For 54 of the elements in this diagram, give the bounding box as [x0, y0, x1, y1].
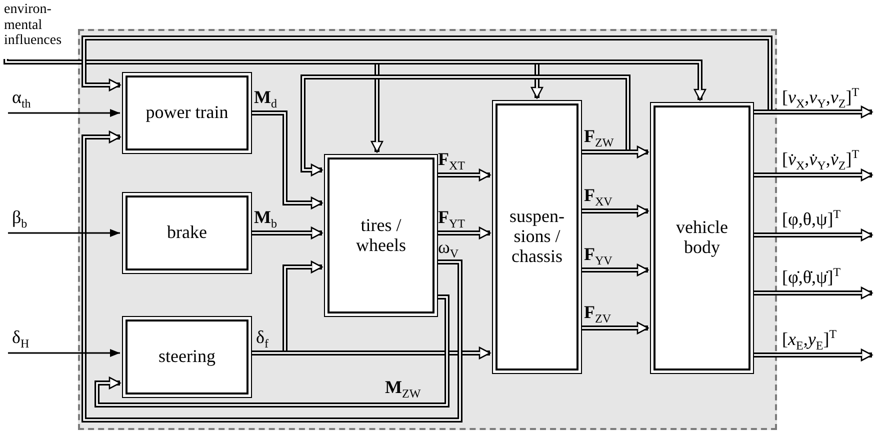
- edge-label: M$_{b}$: [254, 208, 277, 230]
- block-box: [122, 72, 252, 154]
- edge-label: [x$_{E}$,y$_{E}$]$^{T}$: [782, 328, 837, 352]
- arrow: [250, 226, 323, 240]
- arrow: [580, 264, 649, 276]
- edge-label: F$_{ZW}$: [584, 127, 614, 149]
- block-box: [324, 154, 438, 317]
- arrow: [580, 204, 649, 218]
- arrow: [250, 110, 323, 210]
- arrow: [94, 294, 450, 408]
- edge-label: F$_{YT}$: [438, 208, 465, 230]
- arrow: [8, 349, 120, 357]
- edge-label: δ$_{f}$: [256, 328, 268, 350]
- arrow: [8, 109, 120, 117]
- edge-label: F$_{XT}$: [438, 150, 465, 172]
- edge-label: M$_{d}$: [254, 88, 277, 110]
- edge-label: [v̇$_{X}$,v̇$_{Y}$,v̇$_{Z}$]$^{T}$: [782, 148, 860, 172]
- arrow: [580, 146, 649, 158]
- block-label: suspen- sions / chassis: [508, 207, 566, 267]
- arrow: [752, 168, 873, 182]
- block-box: [122, 192, 252, 274]
- arrow: [8, 229, 120, 237]
- block-label: vehicle body: [675, 218, 729, 258]
- edge-label: [φ,θ,ψ]$^{T}$: [782, 208, 841, 228]
- edge-label: F$_{YV}$: [584, 245, 612, 267]
- block-label: power train: [146, 103, 228, 123]
- block-label: tires / wheels: [355, 216, 407, 256]
- block-box: [122, 316, 252, 398]
- arrow: [752, 348, 873, 362]
- edge-label: M$_{ZW}$: [385, 378, 421, 400]
- edge-label: δ$_{H}$: [12, 328, 30, 350]
- block-box: [492, 100, 582, 374]
- edge-label: ω$_{V}$: [438, 238, 459, 260]
- arrow: [752, 286, 873, 300]
- input-text: environ- mental influences: [4, 2, 78, 59]
- edge-label: [v$_{X}$,v$_{Y}$,v$_{Z}$]$^{T}$: [782, 86, 860, 110]
- arrow: [752, 106, 873, 118]
- arrow: [4, 56, 706, 101]
- edge-label: α$_{th}$: [12, 88, 31, 110]
- system-boundary: [78, 29, 777, 430]
- edge-label: β$_{b}$: [12, 208, 28, 230]
- edge-label: F$_{XV}$: [584, 186, 612, 208]
- arrow: [436, 226, 491, 240]
- block-label: brake: [167, 223, 207, 243]
- edge-label: [φ̇,θ̇,ψ̇]$^{T}$: [782, 266, 841, 286]
- block-box: [650, 102, 754, 374]
- arrow: [82, 130, 462, 422]
- arrow: [752, 228, 873, 242]
- arrow: [436, 168, 491, 182]
- arrow: [300, 74, 630, 176]
- block-label: steering: [158, 347, 216, 367]
- arrow: [250, 346, 491, 360]
- arrow: [580, 322, 649, 334]
- edge-label: F$_{ZV}$: [584, 303, 611, 325]
